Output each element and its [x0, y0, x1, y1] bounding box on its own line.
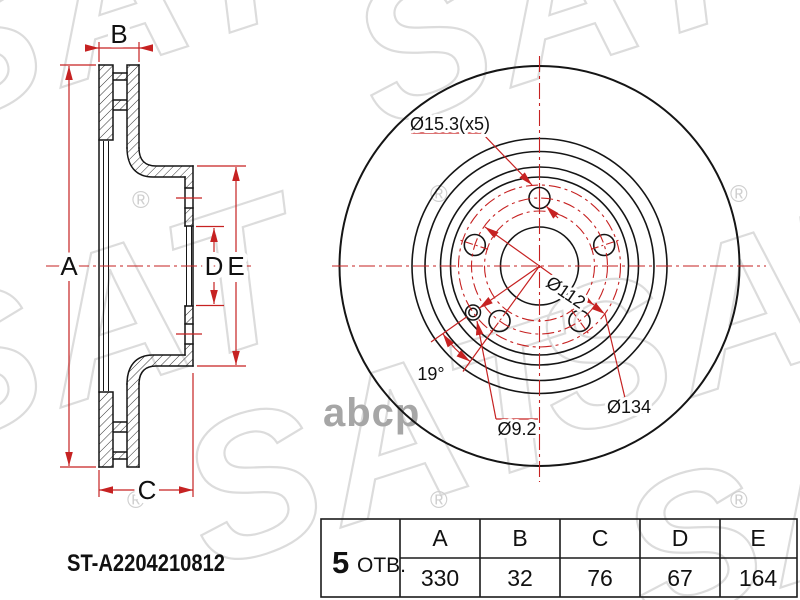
dim-label-B: B — [110, 19, 127, 49]
table-header-D: D — [672, 525, 689, 551]
holes-count: 5 — [332, 545, 349, 580]
dim-label-D: D — [205, 251, 224, 281]
table-borders — [320, 518, 798, 598]
registered-mark-icon: ® — [132, 187, 150, 214]
watermark-sat: SAT — [0, 0, 339, 171]
dim-label-E: E — [227, 251, 244, 281]
part-number: ST-A2204210812 — [67, 550, 225, 577]
table-value-C: 76 — [587, 565, 613, 591]
table-header-C: C — [592, 525, 609, 551]
table-value-A: 330 — [421, 565, 459, 591]
registered-mark-icon: ® — [730, 487, 748, 514]
registered-mark-icon: ® — [430, 487, 448, 514]
pin-circle-diameter-label: Ø134 — [607, 397, 651, 417]
table-value-E: 164 — [739, 565, 778, 591]
holes-label: ОТВ. — [357, 554, 406, 577]
registered-mark-icon: ® — [430, 181, 448, 208]
table-header-E: E — [750, 525, 765, 551]
table-header-A: A — [432, 525, 448, 551]
bolt-hole-diameter-label: Ø15.3(x5) — [410, 114, 490, 134]
table-value-B: 32 — [507, 565, 533, 591]
watermark-abcp: abcp — [323, 391, 420, 435]
section-hatching — [99, 65, 193, 467]
pin-hole-diameter-label: Ø9.2 — [497, 419, 536, 439]
section-outline — [98, 64, 194, 468]
table-header-B: B — [512, 525, 527, 551]
pin-hole — [464, 304, 482, 321]
dimensions-table: 5 ОТВ. A B C D E 330 32 76 67 164 — [320, 518, 798, 598]
front-centerlines — [332, 56, 766, 482]
table-value-D: 67 — [667, 565, 693, 591]
section-dimension-lines — [46, 42, 254, 497]
section-view: A B C D E — [46, 15, 254, 510]
registered-mark-icon: ® — [127, 487, 145, 514]
dim-label-A: A — [60, 251, 78, 281]
pin-angle-label: 19° — [417, 364, 444, 384]
registered-mark-icon: ® — [730, 181, 748, 208]
watermark-sat: SAT — [324, 0, 789, 171]
dim-label-C: C — [138, 475, 157, 505]
